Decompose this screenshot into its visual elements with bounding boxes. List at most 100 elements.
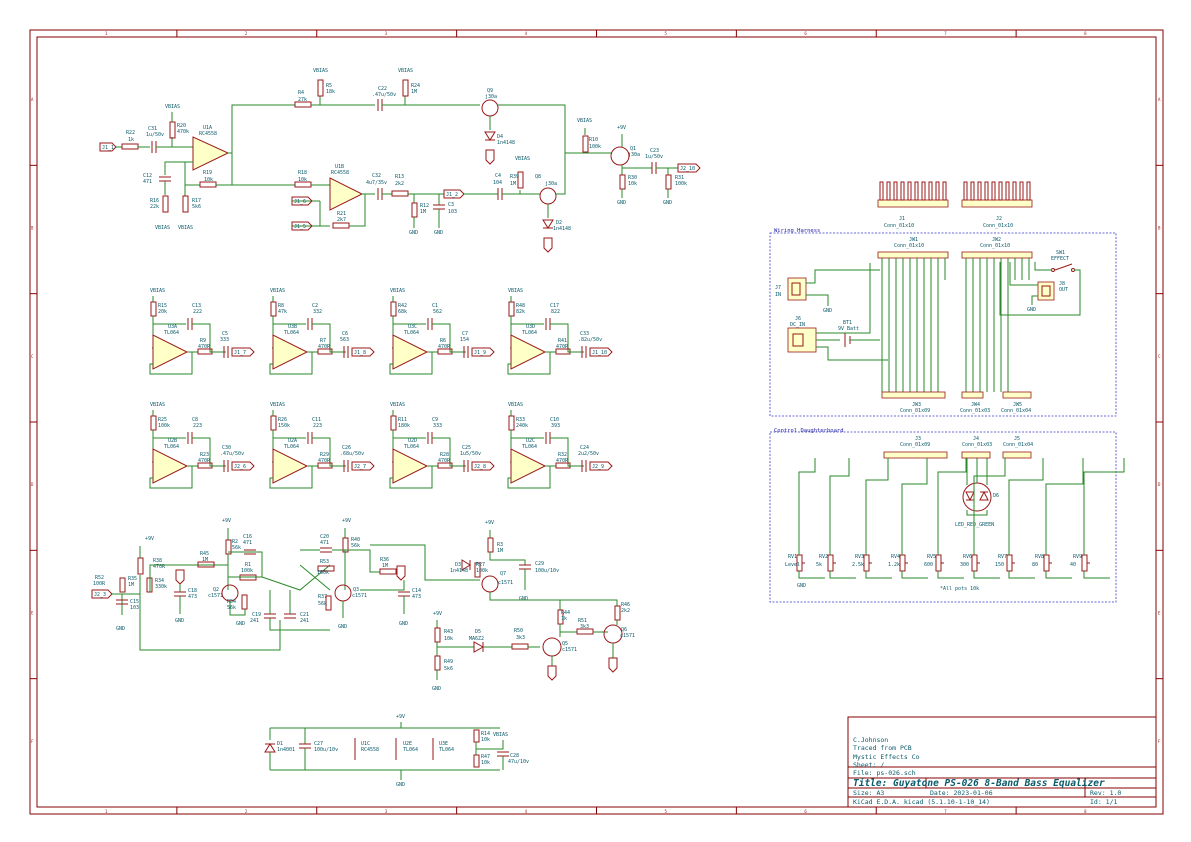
tb-file: File: ps-026.sch bbox=[853, 769, 916, 777]
r36-val: 1M bbox=[382, 563, 388, 569]
d3-ref: D3 bbox=[455, 562, 461, 568]
filter-c-val: 223 bbox=[313, 423, 322, 429]
filter-u-val: TL064 bbox=[164, 444, 179, 450]
filter-r-val: 100k bbox=[158, 423, 170, 429]
r35-val: 1M bbox=[128, 582, 134, 588]
c23-ref: C23 bbox=[650, 148, 659, 154]
r36-ref: R36 bbox=[380, 557, 389, 563]
vbias-label-5: VBIAS bbox=[398, 68, 413, 74]
c27-ref: C27 bbox=[314, 741, 323, 747]
d4-val: 1n4148 bbox=[497, 140, 515, 146]
r27-val: 100k bbox=[476, 568, 488, 574]
c4-ref: C4 bbox=[495, 173, 501, 179]
filter-co-ref: C26 bbox=[342, 445, 351, 451]
d1-val: 1n4001 bbox=[277, 747, 295, 753]
col-mark: 3 bbox=[385, 809, 388, 814]
filter-c-val: 393 bbox=[551, 423, 560, 429]
r44-val: 1k bbox=[561, 616, 567, 622]
filter-block: VBIASR26150kC11223U2ATL064R29470RC26.68u… bbox=[269, 402, 375, 489]
r2-val: 56k bbox=[232, 545, 241, 551]
filter-net: J2_8 bbox=[474, 464, 486, 470]
q9-ref: Q9 bbox=[487, 88, 493, 94]
j8-val: OUT bbox=[1059, 287, 1068, 293]
r22-val: 1k bbox=[128, 137, 134, 143]
j7-val: IN bbox=[775, 292, 781, 298]
daughterboard-title: Control Daughterboard bbox=[774, 428, 844, 434]
filter-bank: VBIASR1520kC13222U3ATL064R9470RC5333J1_7… bbox=[149, 288, 613, 489]
r43-val: 10k bbox=[444, 636, 453, 642]
tb-rev: Rev: 1.0 bbox=[1090, 789, 1121, 797]
r13-val: 2k2 bbox=[395, 181, 404, 187]
filter-u-ref: U2A bbox=[288, 438, 297, 444]
pot-val: 150 bbox=[995, 562, 1004, 568]
filter-c-ref: C13 bbox=[192, 303, 201, 309]
row-mark: A bbox=[31, 97, 34, 102]
filter-net: J2_9 bbox=[592, 464, 604, 470]
plus9v-label-2: +9V bbox=[145, 536, 154, 542]
r12-val: 1M bbox=[420, 209, 426, 215]
filter-co-val: .82u/50v bbox=[578, 337, 602, 343]
filter-c-ref: C8 bbox=[192, 417, 198, 423]
svg-text:J1_1: J1_1 bbox=[102, 145, 114, 151]
r4-val: 27k bbox=[298, 97, 307, 103]
col-mark: 5 bbox=[664, 809, 667, 814]
r53-ref: R53 bbox=[320, 559, 329, 565]
filter-net: J1_7 bbox=[234, 350, 246, 356]
filter-co-ref: C6 bbox=[342, 331, 348, 337]
filter-r-val: 150k bbox=[278, 423, 290, 429]
filter-ri-ref: R7 bbox=[320, 338, 326, 344]
row-mark: F bbox=[31, 739, 34, 744]
r54-val: 56k bbox=[227, 605, 236, 611]
col-mark: 4 bbox=[525, 31, 528, 36]
vbias-label: VBIAS bbox=[390, 288, 405, 294]
r21-val: 2k7 bbox=[337, 217, 346, 223]
filter-co-val: .68u/50v bbox=[340, 451, 364, 457]
c19-val: 241 bbox=[250, 618, 259, 624]
gnd-label-10: GND bbox=[519, 596, 528, 602]
filter-u-val: TL064 bbox=[164, 330, 179, 336]
plus9v-label-6: +9V bbox=[433, 611, 442, 617]
c21-ref: C21 bbox=[300, 612, 309, 618]
jw1-val: Conn_01x10 bbox=[894, 243, 924, 249]
filter-r-val: 47k bbox=[278, 309, 287, 315]
pot-val: 1.2k bbox=[888, 562, 900, 568]
r16-val: 22k bbox=[150, 204, 159, 210]
filter-u-ref: U2C bbox=[526, 438, 535, 444]
q7-val: c1571 bbox=[498, 580, 513, 586]
vbias-label: VBIAS bbox=[165, 104, 180, 110]
filter-u-ref: U2D bbox=[408, 438, 417, 444]
q5-val: c1571 bbox=[562, 647, 577, 653]
row-mark: B bbox=[1158, 226, 1161, 231]
d1-ref: D1 bbox=[277, 741, 283, 747]
r14-val: 10k bbox=[481, 737, 490, 743]
jw4-ref: JW4 bbox=[971, 402, 980, 408]
r1-val: 100k bbox=[241, 568, 253, 574]
svg-text:J1_2: J1_2 bbox=[446, 192, 458, 198]
c32-val: 4u7/35v bbox=[366, 180, 387, 186]
j1-val: Conn_01x10 bbox=[884, 223, 914, 229]
vbias-label-3: VBIAS bbox=[178, 225, 193, 231]
filter-co-val: 154 bbox=[460, 337, 469, 343]
filter-c-ref: C10 bbox=[550, 417, 559, 423]
j5-ref: J5 bbox=[1014, 436, 1020, 442]
pot-val: 40 bbox=[1070, 562, 1076, 568]
filter-block: VBIASR33240kC10393U2CTL064R32470RC242u2/… bbox=[507, 402, 613, 489]
c19-ref: C19 bbox=[252, 612, 261, 618]
j1-ref: J1 bbox=[899, 216, 905, 222]
gnd-label-9: GND bbox=[399, 621, 408, 627]
gnd-label-13: GND bbox=[823, 308, 832, 314]
filter-r-ref: R8 bbox=[278, 303, 284, 309]
q1-ref: Q1 bbox=[630, 146, 636, 152]
col-mark: 2 bbox=[245, 809, 248, 814]
pot-ref: RV9 bbox=[1073, 554, 1082, 560]
r39-val: 1M bbox=[510, 181, 516, 187]
tb-company: Mystic Effects Co bbox=[853, 753, 920, 761]
plus9v-label: +9V bbox=[617, 125, 626, 131]
r49-ref: R49 bbox=[444, 659, 453, 665]
filter-c-val: 822 bbox=[551, 309, 560, 315]
c29-val: 100u/10v bbox=[535, 568, 559, 574]
row-mark: E bbox=[1158, 611, 1161, 616]
tb-date: Date: 2023-01-06 bbox=[930, 789, 993, 797]
gnd-label-11: GND bbox=[432, 686, 441, 692]
